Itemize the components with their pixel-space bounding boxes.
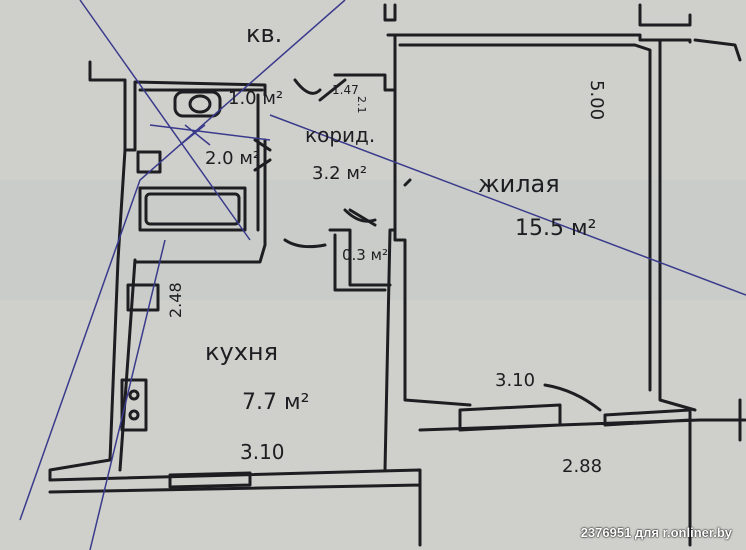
dimension-small-left: 1.47 [332,83,359,97]
living-room-width: 3.10 [495,370,536,391]
wall-kitchen-right [328,228,397,472]
bathroom-area: 2.0 м² [205,148,261,169]
pen-line-diagonal [79,0,251,241]
pen-line-diagonal [19,0,346,521]
watermark-text: 2376951 для r.onliner.by [580,525,732,540]
door-arc [343,208,377,223]
closet-area: 0.3 м² [342,246,388,264]
kitchen-depth: 2.48 [166,282,185,318]
bathtub-fixture [138,186,247,232]
pen-line-diagonal [269,114,746,296]
paper-shade [0,180,746,300]
living-room-length: 5.00 [586,80,607,121]
door-arc [283,238,327,249]
living-room-name: жилая [478,170,560,198]
door-arc [293,78,322,95]
pen-line-diagonal [89,239,166,550]
wall-top-upper [383,3,692,27]
wall-right-edge [688,38,742,547]
wall-kitchen-left [48,148,137,482]
living-room-area: 15.5 м² [515,216,597,241]
apartment-label: кв. [246,20,283,48]
living-room-width-lower: 2.88 [562,456,603,477]
corridor-name: корид. [305,123,376,147]
pen-lines [19,0,746,550]
wall-living-inner [398,43,652,392]
corridor-area: 3.2 м² [312,163,368,184]
wall-closet [333,233,387,292]
sink-kitchen-fixture [120,378,148,432]
wall-kitchen-bottom [48,468,422,547]
kitchen-name: кухня [205,338,279,366]
bathtub-inner [144,192,241,226]
toilet-area: 1.0 м² [228,88,284,109]
dimension-arrow [318,78,412,227]
window-kitchen [168,471,252,489]
wall-kitchen-inner [133,93,267,264]
kitchen-area: 7.7 м² [242,390,310,415]
wall-corridor [333,73,397,92]
dimension-small-right: 2.1 [355,96,368,114]
burner [128,389,140,401]
burner [128,409,140,421]
toilet-bowl [188,94,212,114]
toilet-fixture [173,90,222,118]
door-arc [253,138,272,172]
kitchen-width: 3.10 [240,440,285,464]
dimension-arrow [543,383,602,412]
wall-living-room [386,33,697,412]
stove-fixture [126,283,160,312]
pen-line-cross [149,124,271,146]
